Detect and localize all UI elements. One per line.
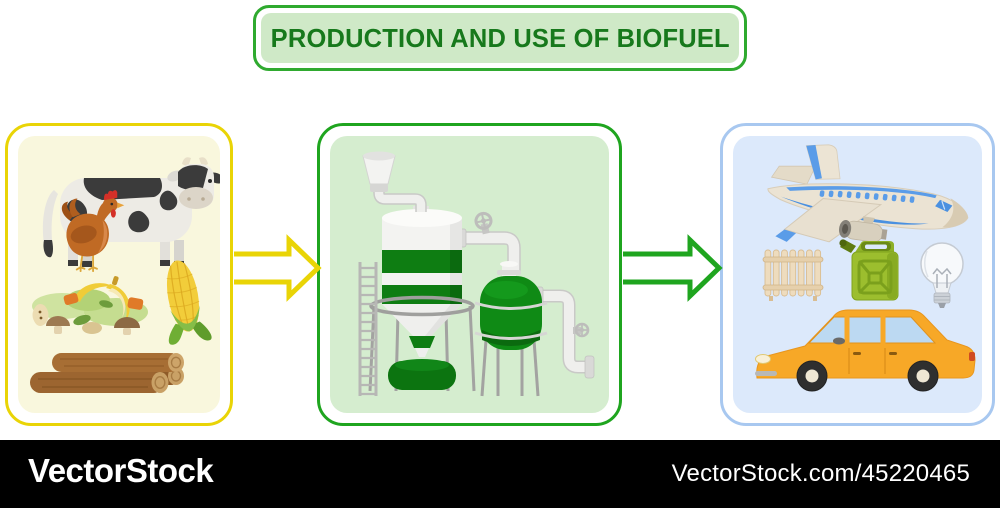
airplane-windows	[819, 190, 915, 203]
jerrycan-icon	[839, 239, 899, 301]
arrow-feedstock-to-production	[234, 234, 322, 302]
image-credit: VectorStock.com/45220465	[671, 460, 970, 487]
digester-tank-icon	[474, 261, 548, 350]
panel-usage-fill	[733, 136, 982, 413]
airplane-icon	[767, 144, 969, 243]
valve-icon	[474, 211, 493, 235]
car-icon	[755, 309, 976, 392]
title-banner: PRODUCTION AND USE OF BIOFUEL	[253, 5, 747, 71]
production-illustration	[358, 151, 595, 397]
chicken-icon	[61, 190, 125, 273]
food-waste-icon	[32, 276, 148, 335]
fermenter-silo-icon	[369, 206, 475, 357]
vectorstock-logo: VectorStock	[28, 452, 214, 489]
small-valve-icon	[573, 322, 590, 338]
usage-illustration	[755, 144, 976, 392]
light-bulb-icon	[920, 242, 964, 308]
ladder-icon	[358, 262, 378, 396]
corn-cob-icon	[166, 260, 212, 345]
jerrycan-emboss	[857, 259, 893, 295]
biofuel-plant-icon	[358, 151, 595, 397]
title-banner-fill: PRODUCTION AND USE OF BIOFUEL	[261, 13, 739, 63]
feedstock-illustration	[30, 157, 220, 393]
radiator-icon	[762, 249, 824, 301]
wood-logs-icon	[30, 353, 184, 393]
panel-usage	[720, 123, 995, 426]
collector-pot-icon	[388, 359, 456, 390]
arrow-production-to-usage	[623, 234, 723, 302]
feed-funnel-icon	[362, 151, 427, 212]
panel-feedstock	[5, 123, 233, 426]
page-title: PRODUCTION AND USE OF BIOFUEL	[270, 22, 730, 53]
panel-production	[317, 123, 622, 426]
watermark-bar: VectorStock VectorStock.com/45220465	[0, 440, 1000, 508]
panel-production-fill	[330, 136, 609, 413]
panel-feedstock-fill	[18, 136, 220, 413]
